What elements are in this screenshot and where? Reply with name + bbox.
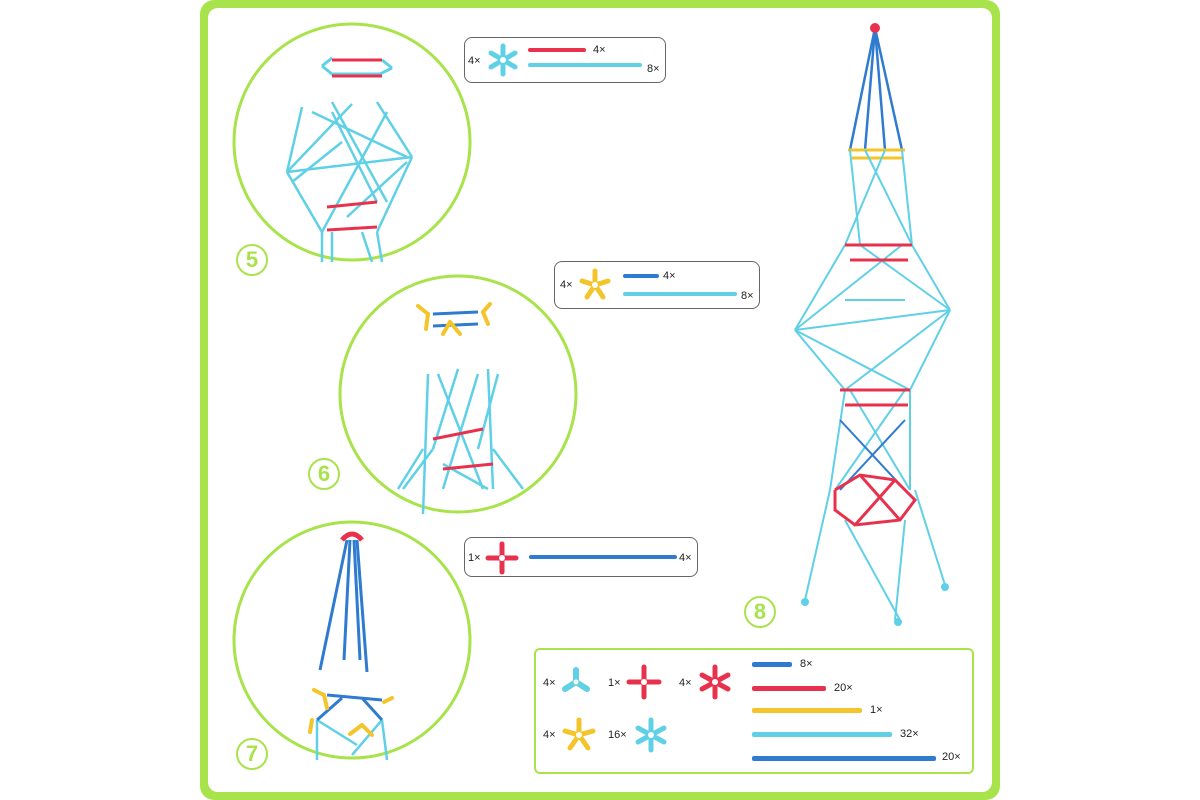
step-5-parts-callout: 4× 4× 8× <box>464 37 666 83</box>
step-6-parts-callout: 4× 4× 8× <box>554 261 760 309</box>
step-5-number: 5 <box>236 244 268 276</box>
legend-rod-count: 20× <box>942 751 961 763</box>
step-7-connector-count: 1× <box>468 552 481 564</box>
step-7-illustration <box>232 520 472 761</box>
legend-rod-blue-short <box>752 662 792 667</box>
legend-rod-count: 20× <box>834 682 853 694</box>
legend-rod-count: 1× <box>870 704 883 716</box>
total-parts-legend: 4× 1× 4× 4× 16× 8× 20× 1× 32× 20× <box>534 648 974 774</box>
five-way-connector-icon <box>579 268 611 300</box>
legend-rod-count: 32× <box>900 728 919 740</box>
blue-rod <box>529 555 677 559</box>
step-7-rod-count-1: 4× <box>679 552 692 564</box>
legend-connector-count: 4× <box>543 729 556 741</box>
legend-connector-count: 1× <box>608 677 621 689</box>
cyan-rod <box>528 63 642 67</box>
step-5-rod-count-1: 4× <box>593 44 606 56</box>
step-7-parts-callout: 1× 4× <box>464 537 698 577</box>
step-8-tower-illustration <box>794 23 951 626</box>
four-way-connector-icon <box>626 664 662 700</box>
step-6-illustration <box>338 274 578 515</box>
step-5-rod-count-2: 8× <box>647 63 660 75</box>
step-6-rod-count-1: 4× <box>663 270 676 282</box>
six-way-connector-icon <box>635 717 667 753</box>
six-way-connector-icon <box>488 43 518 77</box>
legend-rod-red <box>752 686 826 691</box>
legend-connector-count: 4× <box>679 677 692 689</box>
cyan-rod <box>623 292 737 296</box>
step-6-rod-count-2: 8× <box>741 290 754 302</box>
legend-rod-yellow <box>752 708 862 713</box>
legend-rod-count: 8× <box>800 658 813 670</box>
step-7-number: 7 <box>236 738 268 770</box>
step-5-illustration <box>232 22 472 263</box>
red-rod <box>528 48 586 52</box>
step-6-number: 6 <box>308 458 340 490</box>
step-5-connector-count: 4× <box>468 55 481 67</box>
legend-rod-cyan <box>752 732 892 737</box>
legend-connector-count: 16× <box>608 729 627 741</box>
step-6-connector-count: 4× <box>560 279 573 291</box>
legend-rod-blue-long <box>752 756 936 761</box>
legend-connector-count: 4× <box>543 677 556 689</box>
five-way-connector-icon <box>562 717 596 751</box>
step-8-number: 8 <box>744 596 776 628</box>
six-way-connector-icon <box>699 664 731 700</box>
three-way-connector-icon <box>562 667 590 692</box>
four-way-connector-icon <box>485 541 519 575</box>
blue-rod <box>623 274 659 278</box>
